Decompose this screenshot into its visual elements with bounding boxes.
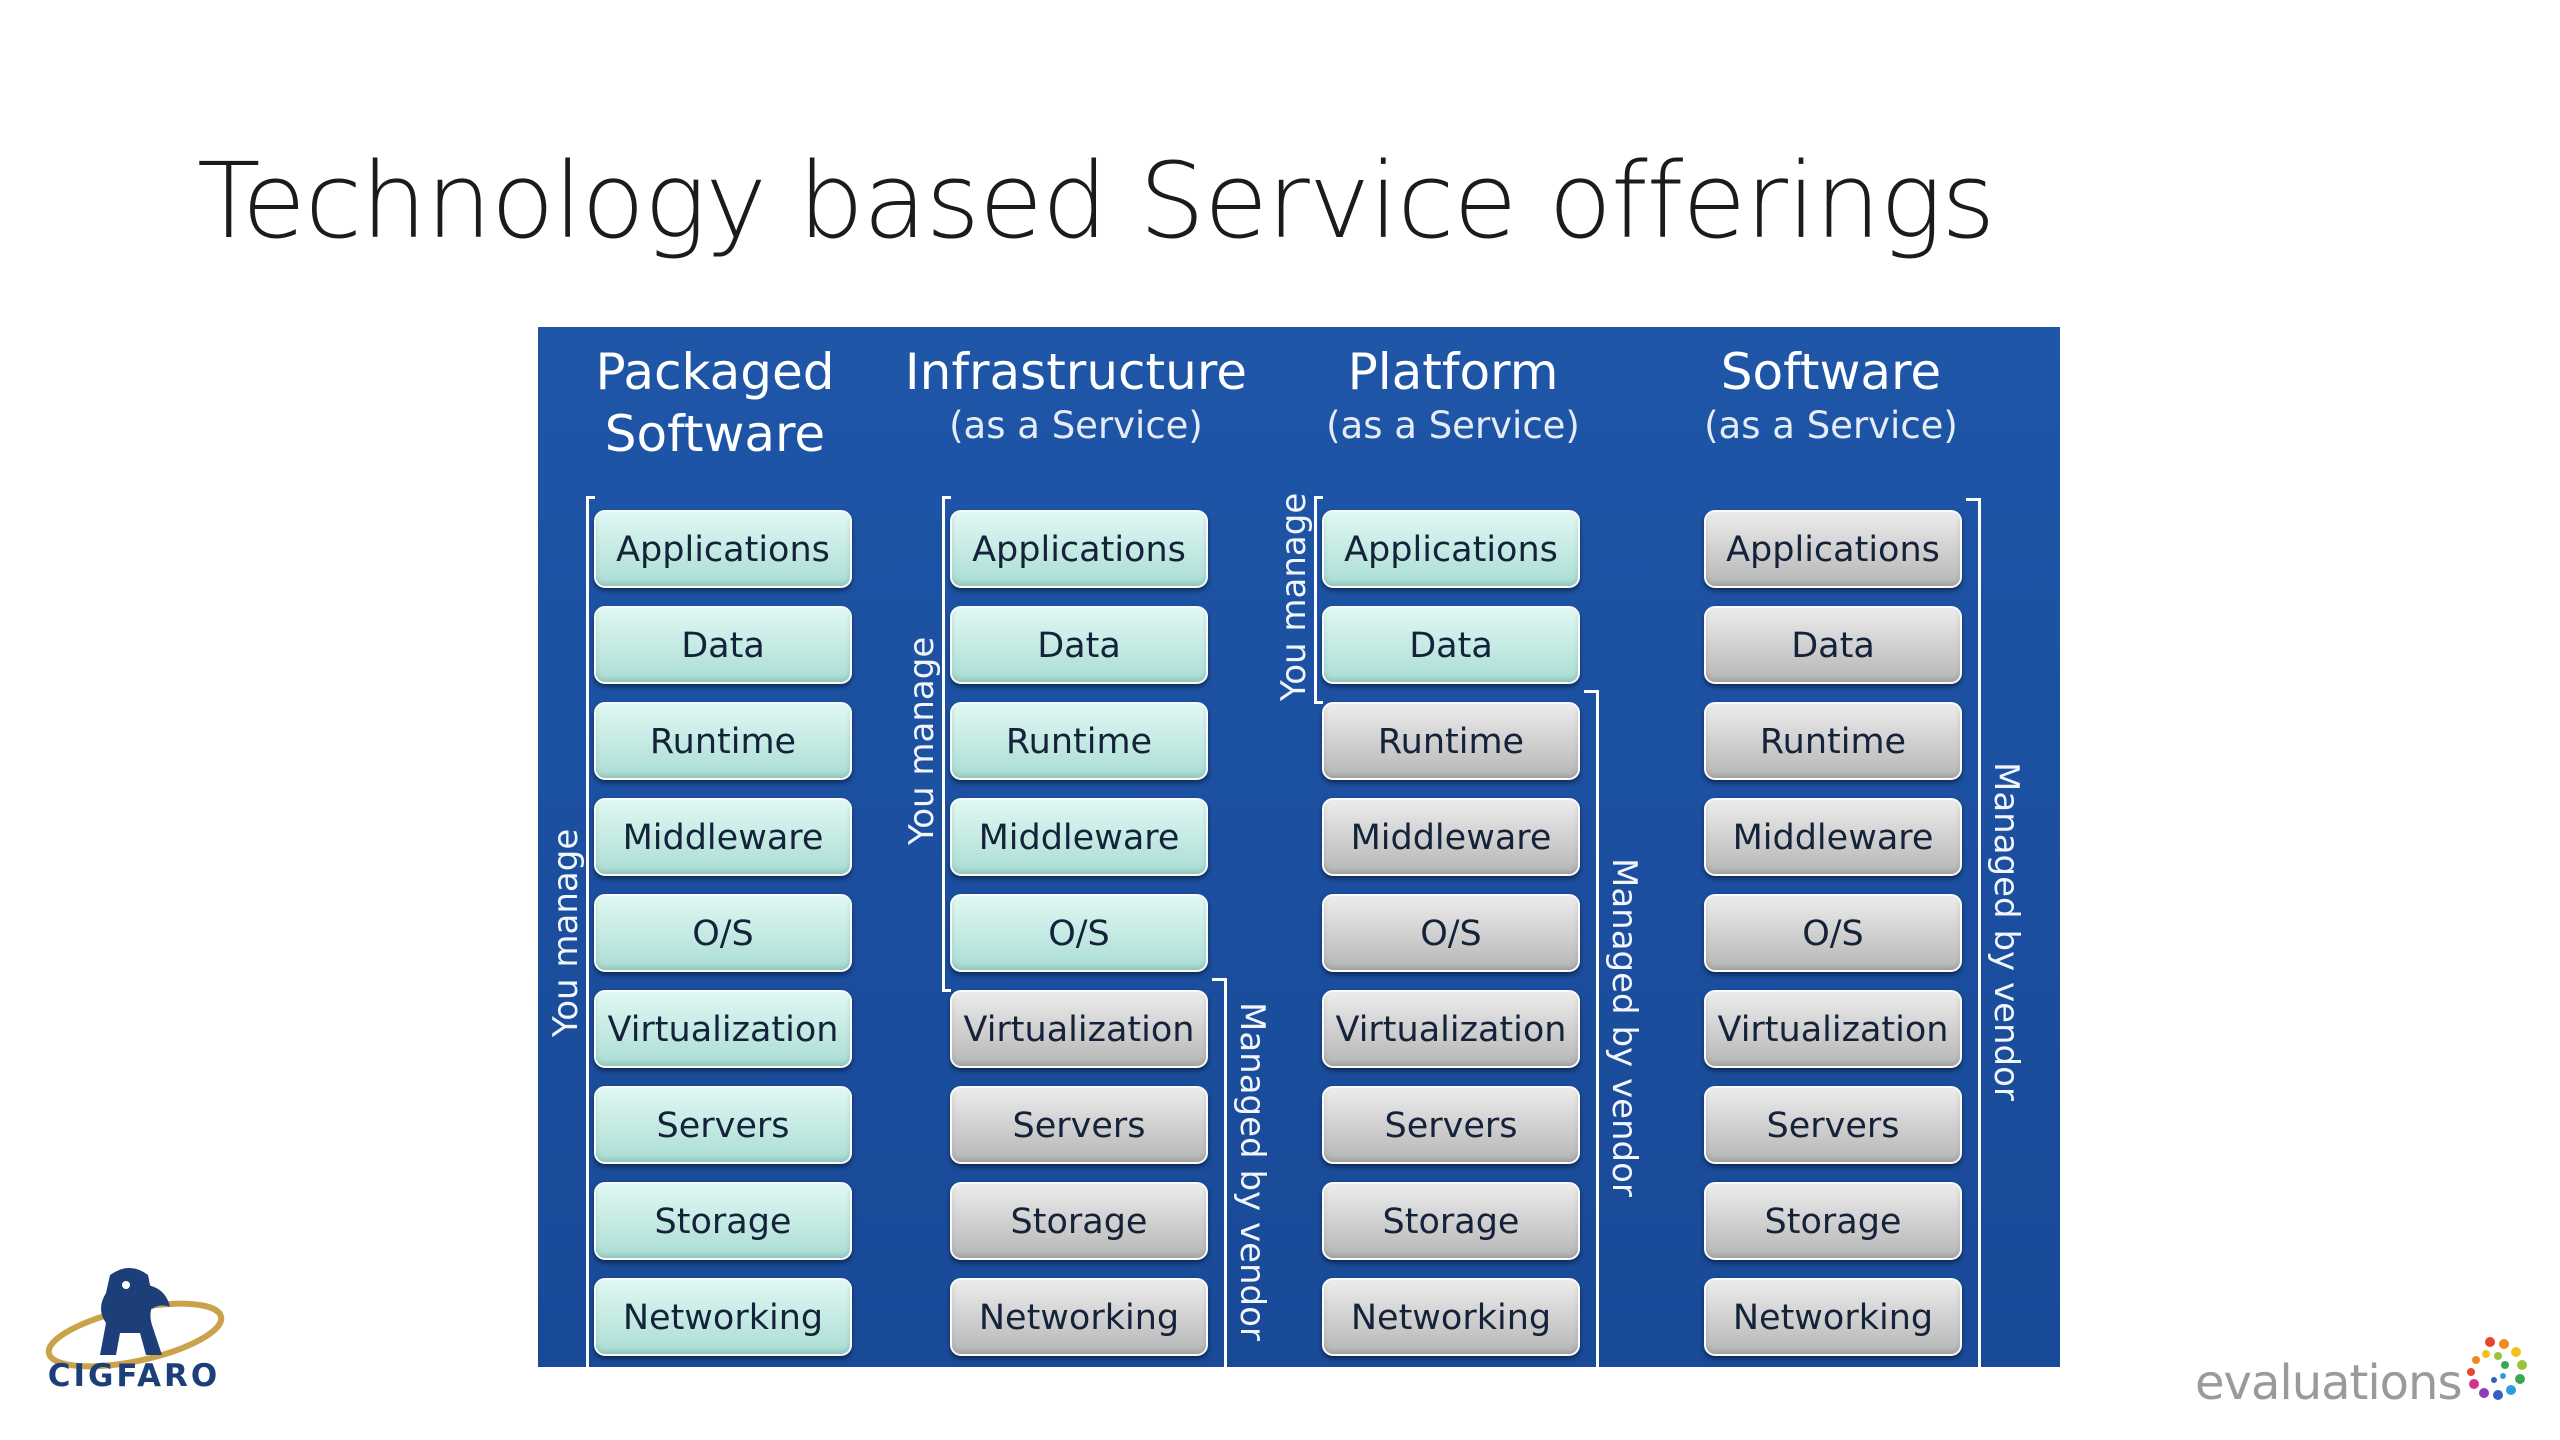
saas-layer-servers: Servers (1704, 1086, 1962, 1164)
iaas-layer-data: Data (950, 606, 1208, 684)
iaas-you-manage-bracket (942, 496, 951, 992)
packaged-software-layer-storage: Storage (594, 1182, 852, 1260)
evaluations-logo-text: evaluations (2195, 1355, 2462, 1411)
packaged-software-layer-o-s: O/S (594, 894, 852, 972)
packaged-software-layer-data: Data (594, 606, 852, 684)
paas-layer-virtualization: Virtualization (1322, 990, 1580, 1068)
paas-layer-servers: Servers (1322, 1086, 1580, 1164)
cigfaro-logo-text: CIGFARO (47, 1358, 221, 1394)
iaas-heading: Infrastructure(as a Service) (896, 341, 1256, 449)
packaged-software-layer-networking: Networking (594, 1278, 852, 1356)
saas-heading: Software(as a Service) (1651, 341, 2011, 449)
iaas-heading-line2: (as a Service) (949, 404, 1203, 447)
packaged-software-layer-applications: Applications (594, 510, 852, 588)
saas-heading-line2: (as a Service) (1704, 404, 1958, 447)
paas-you-manage-label: You manage (1274, 492, 1314, 701)
paas-layer-data: Data (1322, 606, 1580, 684)
slide-title: Technology based Service offerings (197, 140, 1995, 262)
saas-layer-applications: Applications (1704, 510, 1962, 588)
packaged-software-layer-virtualization: Virtualization (594, 990, 852, 1068)
iaas-layer-applications: Applications (950, 510, 1208, 588)
saas-layer-runtime: Runtime (1704, 702, 1962, 780)
paas-vendor-bracket (1584, 690, 1599, 1367)
cigfaro-logo-icon (45, 1268, 225, 1370)
iaas-layer-middleware: Middleware (950, 798, 1208, 876)
saas-layer-middleware: Middleware (1704, 798, 1962, 876)
iaas-heading-line1: Infrastructure (904, 343, 1248, 401)
packaged-software-layer-servers: Servers (594, 1086, 852, 1164)
saas-vendor-bracket (1966, 498, 1981, 1367)
saas-heading-line1: Software (1720, 343, 1942, 401)
iaas-layer-virtualization: Virtualization (950, 990, 1208, 1068)
iaas-vendor-label: Managed by vendor (1232, 1001, 1272, 1341)
packaged-software-you-manage-bracket (586, 496, 595, 1367)
paas-heading: Platform(as a Service) (1273, 341, 1633, 449)
paas-vendor-label: Managed by vendor (1604, 857, 1644, 1197)
iaas-layer-runtime: Runtime (950, 702, 1208, 780)
packaged-software-layer-middleware: Middleware (594, 798, 852, 876)
paas-heading-line2: (as a Service) (1326, 404, 1580, 447)
paas-you-manage-bracket (1314, 496, 1323, 704)
saas-vendor-label: Managed by vendor (1986, 761, 2026, 1101)
paas-layer-o-s: O/S (1322, 894, 1580, 972)
paas-layer-storage: Storage (1322, 1182, 1580, 1260)
paas-heading-line1: Platform (1347, 343, 1559, 401)
iaas-layer-servers: Servers (950, 1086, 1208, 1164)
packaged-software-you-manage-label: You manage (546, 828, 586, 1037)
paas-layer-runtime: Runtime (1322, 702, 1580, 780)
saas-layer-virtualization: Virtualization (1704, 990, 1962, 1068)
evaluations-swirl-icon (2467, 1337, 2527, 1400)
paas-layer-applications: Applications (1322, 510, 1580, 588)
iaas-you-manage-label: You manage (902, 636, 942, 845)
iaas-layer-networking: Networking (950, 1278, 1208, 1356)
saas-layer-storage: Storage (1704, 1182, 1962, 1260)
saas-layer-networking: Networking (1704, 1278, 1962, 1356)
packaged-software-heading-line2: Software (604, 405, 826, 463)
saas-layer-o-s: O/S (1704, 894, 1962, 972)
packaged-software-heading-line1: Packaged (595, 343, 835, 401)
saas-layer-data: Data (1704, 606, 1962, 684)
iaas-layer-storage: Storage (950, 1182, 1208, 1260)
packaged-software-layer-runtime: Runtime (594, 702, 852, 780)
paas-layer-middleware: Middleware (1322, 798, 1580, 876)
iaas-vendor-bracket (1212, 978, 1227, 1367)
paas-layer-networking: Networking (1322, 1278, 1580, 1356)
iaas-layer-o-s: O/S (950, 894, 1208, 972)
